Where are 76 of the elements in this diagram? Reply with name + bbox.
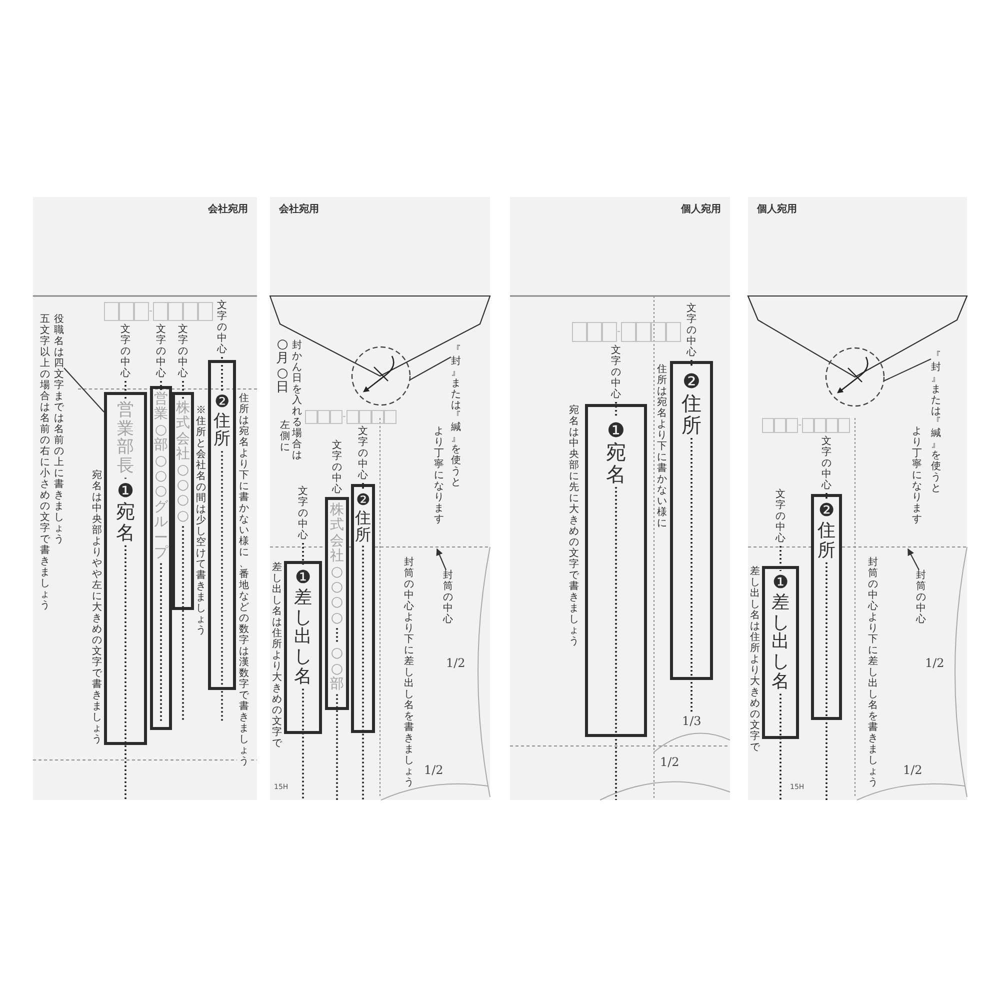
- sample-text: 営業部長: [117, 401, 134, 476]
- field-label: ❶宛名: [116, 480, 135, 544]
- instruction-text: 差し出し名は住所より大きめの文字で: [750, 566, 760, 753]
- field-label: ❶宛名: [606, 419, 626, 485]
- envelope-panel: [33, 197, 257, 800]
- writing-area-frame: [172, 392, 194, 610]
- sample-text: 営業○部○○○グループ: [154, 392, 168, 562]
- writing-area-frame: [325, 497, 349, 710]
- leader-line: [883, 358, 932, 382]
- center-guide-label: 文字の中心: [822, 436, 832, 491]
- annotation-text: 封筒の中心: [916, 570, 926, 625]
- instruction-text: より丁寧になります: [912, 426, 922, 525]
- annotation-text: 『封』または『緘』を使うと: [451, 345, 461, 488]
- envelope-type-label: 個人宛用: [681, 204, 721, 216]
- annotation-text: 『封』または『緘』を使うと: [931, 351, 941, 494]
- instruction-text: 封筒の中心より下に差し出し名を書きましょう: [868, 557, 878, 788]
- field-label: ❷住所: [818, 501, 836, 560]
- center-guide-label: 文字の中心: [358, 426, 368, 481]
- leader-line: [409, 356, 452, 381]
- field-label: ❷住所: [214, 393, 230, 450]
- instruction-text: 封筒の中心より下に差し出し名を書きましょう: [404, 557, 414, 788]
- writing-area-frame: [811, 494, 842, 720]
- envelope-type-label: 会社宛用: [208, 204, 248, 216]
- annotation-text: 封筒の中心: [443, 570, 453, 625]
- center-guide-label: 文字の中心: [686, 303, 696, 358]
- fraction-label: 1/2: [446, 657, 466, 669]
- writing-area-frame: [208, 360, 236, 690]
- seal-area-circle: [351, 346, 411, 406]
- field-label: ❷住所: [355, 491, 371, 544]
- center-guide-label: 文字の中心: [178, 324, 188, 379]
- center-guide-label: 文字の中心: [217, 300, 227, 355]
- center-guide-label: 文字の中心: [156, 324, 166, 379]
- writing-area-frame: [762, 566, 799, 739]
- fraction-label: 1/2: [424, 764, 444, 776]
- date-placeholder-text: ○月○日: [276, 338, 289, 396]
- writing-area-frame: [670, 361, 713, 680]
- fraction-label: 1/3: [682, 715, 702, 727]
- center-guide-label: 文字の中心: [120, 324, 130, 379]
- instruction-text: 宛名は中央部に先に大きめの文字で書きましょう: [569, 405, 579, 647]
- center-guide-label: 文字の中心: [332, 440, 342, 495]
- pointer-arrow: [436, 548, 446, 570]
- field-label: ❶差し出し名: [294, 568, 312, 687]
- fraction-label: 1/2: [660, 756, 680, 768]
- annotation-text: 役職名は四文字までは名前の上に書きましょう: [54, 314, 64, 545]
- writing-area-frame: [104, 392, 147, 745]
- fraction-label: 1/2: [925, 657, 944, 669]
- writing-area-frame: [284, 561, 322, 734]
- envelope-panel: [510, 197, 730, 800]
- writing-area-frame: [150, 386, 172, 730]
- instruction-text: ※住所と会社名の間は少し空けて書きましょう: [196, 405, 206, 636]
- seal-area-circle: [825, 347, 885, 407]
- writing-area-frame: [351, 484, 375, 733]
- fraction-label: 1/2: [903, 764, 922, 776]
- pointer-arrow: [908, 548, 920, 570]
- instruction-text: 差し出し名は住所より大きめの文字で: [272, 562, 282, 749]
- field-label: ❶差し出し名: [772, 573, 790, 692]
- leader-line: [64, 368, 104, 412]
- instruction-text: 封かん日を入れる場合は: [292, 340, 302, 461]
- sample-text: ○○部: [330, 646, 344, 692]
- instruction-text: 宛名は中央部よりやや左に大きめの文字で書きましょう: [92, 470, 102, 745]
- center-guide-label: 文字の中心: [611, 345, 621, 400]
- sample-text: 株式会社○○○○: [176, 401, 190, 524]
- instruction-text: 住所は宛名より下に書かない様に、番地などの数字は漢数字で書きましょう: [239, 393, 249, 767]
- instruction-text: 住所は宛名より下に書かない様に: [657, 364, 667, 529]
- instruction-text: 左側に: [280, 420, 290, 453]
- envelope-panel: [748, 197, 967, 800]
- center-guide-label: 文字の中心: [776, 489, 786, 544]
- center-guide-label: 文字の中心: [298, 486, 308, 541]
- envelope-type-label: 会社宛用: [279, 204, 319, 216]
- writing-area-frame: [585, 404, 647, 737]
- sample-text: 株式会社○○○○: [330, 503, 344, 626]
- instruction-text: 五文字以上の場合は名前の右に小さめの文字で書きましょう: [40, 314, 50, 611]
- envelope-panel: [270, 197, 490, 800]
- envelope-type-label: 個人宛用: [757, 204, 797, 216]
- instruction-text: より丁寧になります: [434, 426, 444, 525]
- field-label: ❷住所: [682, 370, 702, 436]
